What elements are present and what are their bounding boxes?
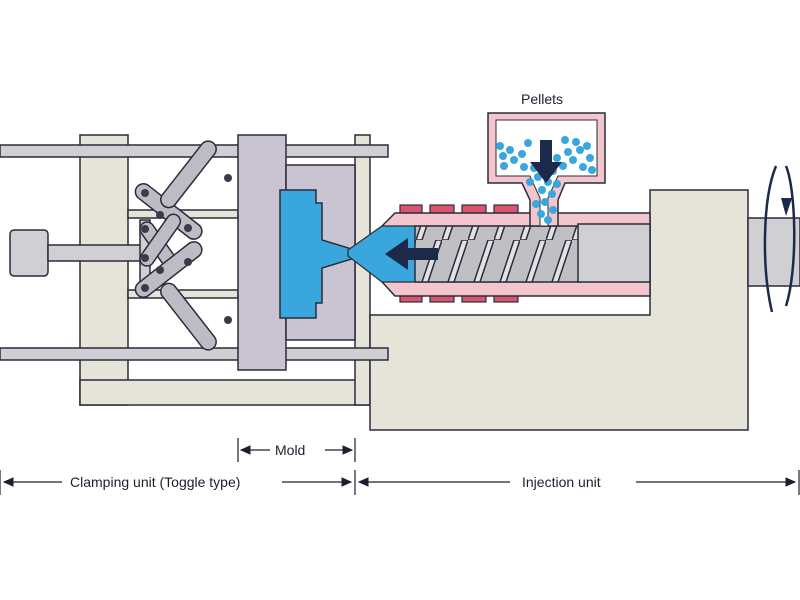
toggle-pin (156, 211, 164, 219)
clamping-unit-label: Clamping unit (Toggle type) (70, 474, 240, 490)
clamping-unit-dimension (0, 470, 356, 495)
feed-direction-icon (530, 140, 562, 183)
toggle-pin (156, 266, 164, 274)
pellet (572, 138, 580, 146)
injection-unit-base (369, 189, 749, 431)
rotation-arrow-icon (763, 165, 796, 313)
pellet (559, 162, 567, 170)
toggle-pin (141, 225, 149, 233)
toggle-link-5 (160, 282, 217, 351)
pellet (569, 156, 577, 164)
pellet (583, 142, 591, 150)
tie-rods (0, 144, 389, 361)
pellet (564, 148, 572, 156)
pellet (526, 178, 534, 186)
pellet (524, 139, 532, 147)
pellet (548, 190, 556, 198)
mold-label: Mold (275, 442, 305, 458)
injection-unit-dimension (357, 470, 800, 495)
pellet (520, 163, 528, 171)
pellet (510, 156, 518, 164)
pellet (541, 198, 549, 206)
clamp-frame-left-column (79, 134, 129, 406)
pellet (588, 166, 596, 174)
toggle-pins (141, 174, 232, 324)
injection-direction-icon (385, 238, 438, 270)
rotation-indicator (763, 165, 796, 313)
toggle-pin (141, 189, 149, 197)
pellet (576, 146, 584, 154)
pellet (586, 154, 594, 162)
screw-flights (414, 225, 581, 283)
machine-frame (79, 134, 749, 431)
pellet (549, 206, 557, 214)
toggle-link-4 (134, 241, 203, 298)
toggle-pin (184, 258, 192, 266)
pellet (496, 142, 504, 150)
lower-tie-rod (0, 347, 389, 361)
pellet (506, 146, 514, 154)
pellet (561, 136, 569, 144)
toggle-mechanism (127, 140, 239, 351)
pellet (553, 180, 561, 188)
toggle-pin (184, 224, 192, 232)
pellet (499, 152, 507, 160)
rotation-arrowhead-icon (781, 198, 792, 216)
moving-platen (237, 134, 287, 371)
pellet (553, 154, 561, 162)
pellet (537, 210, 545, 218)
cylinder-rod (47, 244, 149, 262)
pellet (532, 200, 540, 208)
toggle-pin (224, 316, 232, 324)
pellet (544, 216, 552, 224)
toggle-link-6 (139, 213, 182, 267)
pellet (538, 186, 546, 194)
feed-arrow (530, 140, 562, 183)
clamp-frame-base (79, 379, 371, 406)
pellet (500, 162, 508, 170)
toggle-link-2 (160, 140, 217, 209)
injection-unit-label: Injection unit (522, 474, 601, 490)
screw-shaft (577, 223, 651, 283)
mold-dimension (237, 438, 356, 462)
toggle-pin (141, 284, 149, 292)
pellet (518, 150, 526, 158)
cylinder-body (9, 229, 49, 277)
pellets-label: Pellets (521, 91, 563, 107)
pellet (579, 163, 587, 171)
toggle-pin (224, 174, 232, 182)
injection-arrow (385, 238, 438, 270)
mold-assembly (237, 134, 356, 371)
toggle-pin (141, 254, 149, 262)
